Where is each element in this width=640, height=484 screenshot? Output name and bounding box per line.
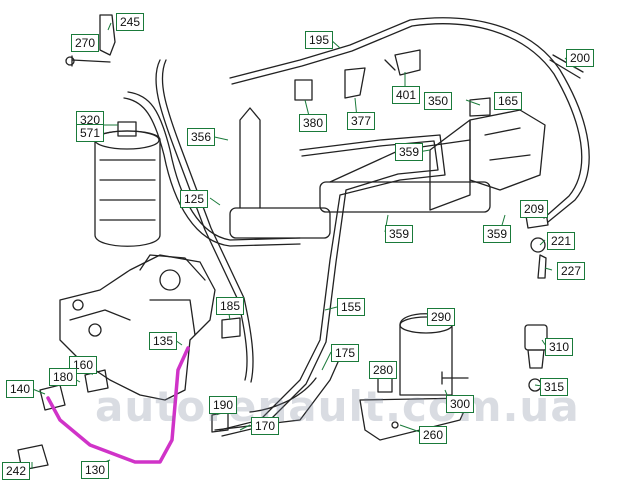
pipe-125 (155, 59, 248, 381)
callout-359-top[interactable]: 359 (395, 143, 424, 161)
fitting-185 (221, 317, 241, 339)
callout-130[interactable]: 130 (81, 461, 110, 479)
pipe-155-inner (221, 140, 439, 437)
pipe-356 (127, 91, 301, 241)
pressure-regulator (469, 109, 546, 191)
callout-209[interactable]: 209 (520, 200, 549, 218)
callout-290[interactable]: 290 (427, 308, 456, 326)
callout-359-right[interactable]: 359 (483, 225, 512, 243)
highlighted-pipe-130 (46, 346, 190, 464)
callout-140[interactable]: 140 (6, 380, 35, 398)
pressure-sensor (524, 324, 548, 351)
callout-270[interactable]: 270 (71, 34, 100, 52)
callout-195[interactable]: 195 (305, 31, 334, 49)
fuel-filter (94, 130, 161, 247)
callout-175[interactable]: 175 (331, 344, 360, 362)
fitting-160 (84, 369, 109, 393)
callout-221[interactable]: 221 (547, 232, 576, 250)
engine-block (59, 254, 216, 401)
callout-377[interactable]: 377 (347, 112, 376, 130)
pipe-125-inner (161, 59, 254, 383)
callout-310[interactable]: 310 (545, 338, 574, 356)
clip-377 (344, 67, 366, 99)
fuel-line-top (229, 17, 590, 223)
bolt-270 (71, 55, 111, 67)
bolt-300 (441, 371, 469, 385)
callout-315[interactable]: 315 (540, 378, 569, 396)
callout-380[interactable]: 380 (299, 114, 328, 132)
fitting-140 (39, 384, 66, 411)
bolt-227 (537, 254, 547, 279)
clip-165 (469, 97, 491, 117)
callout-227[interactable]: 227 (557, 262, 586, 280)
injection-rail (229, 207, 331, 239)
callout-245[interactable]: 245 (116, 13, 145, 31)
callout-300[interactable]: 300 (446, 395, 475, 413)
fuel-line-top-inner (231, 23, 583, 219)
callout-260[interactable]: 260 (419, 426, 448, 444)
clips-401 (384, 49, 421, 76)
callout-125[interactable]: 125 (180, 190, 209, 208)
callout-242[interactable]: 242 (2, 462, 31, 480)
callout-280[interactable]: 280 (369, 361, 398, 379)
pipe-155 (219, 134, 446, 431)
callout-356[interactable]: 356 (187, 128, 216, 146)
pipe-356-inner (123, 97, 301, 247)
pipe-175 (249, 377, 317, 413)
callout-180[interactable]: 180 (49, 368, 78, 386)
callout-185[interactable]: 185 (216, 297, 245, 315)
washer-221 (530, 237, 546, 253)
callout-401[interactable]: 401 (392, 86, 421, 104)
callout-350[interactable]: 350 (424, 92, 453, 110)
callout-155[interactable]: 155 (337, 298, 366, 316)
callout-571[interactable]: 571 (76, 124, 105, 142)
callout-200[interactable]: 200 (566, 49, 595, 67)
clip-380 (294, 79, 313, 101)
callout-190[interactable]: 190 (209, 396, 238, 414)
callout-170[interactable]: 170 (251, 417, 280, 435)
callout-359-middle[interactable]: 359 (385, 225, 414, 243)
callout-135[interactable]: 135 (149, 332, 178, 350)
clip-245 (99, 14, 116, 56)
callout-165[interactable]: 165 (494, 92, 523, 110)
nut-280 (377, 377, 393, 393)
